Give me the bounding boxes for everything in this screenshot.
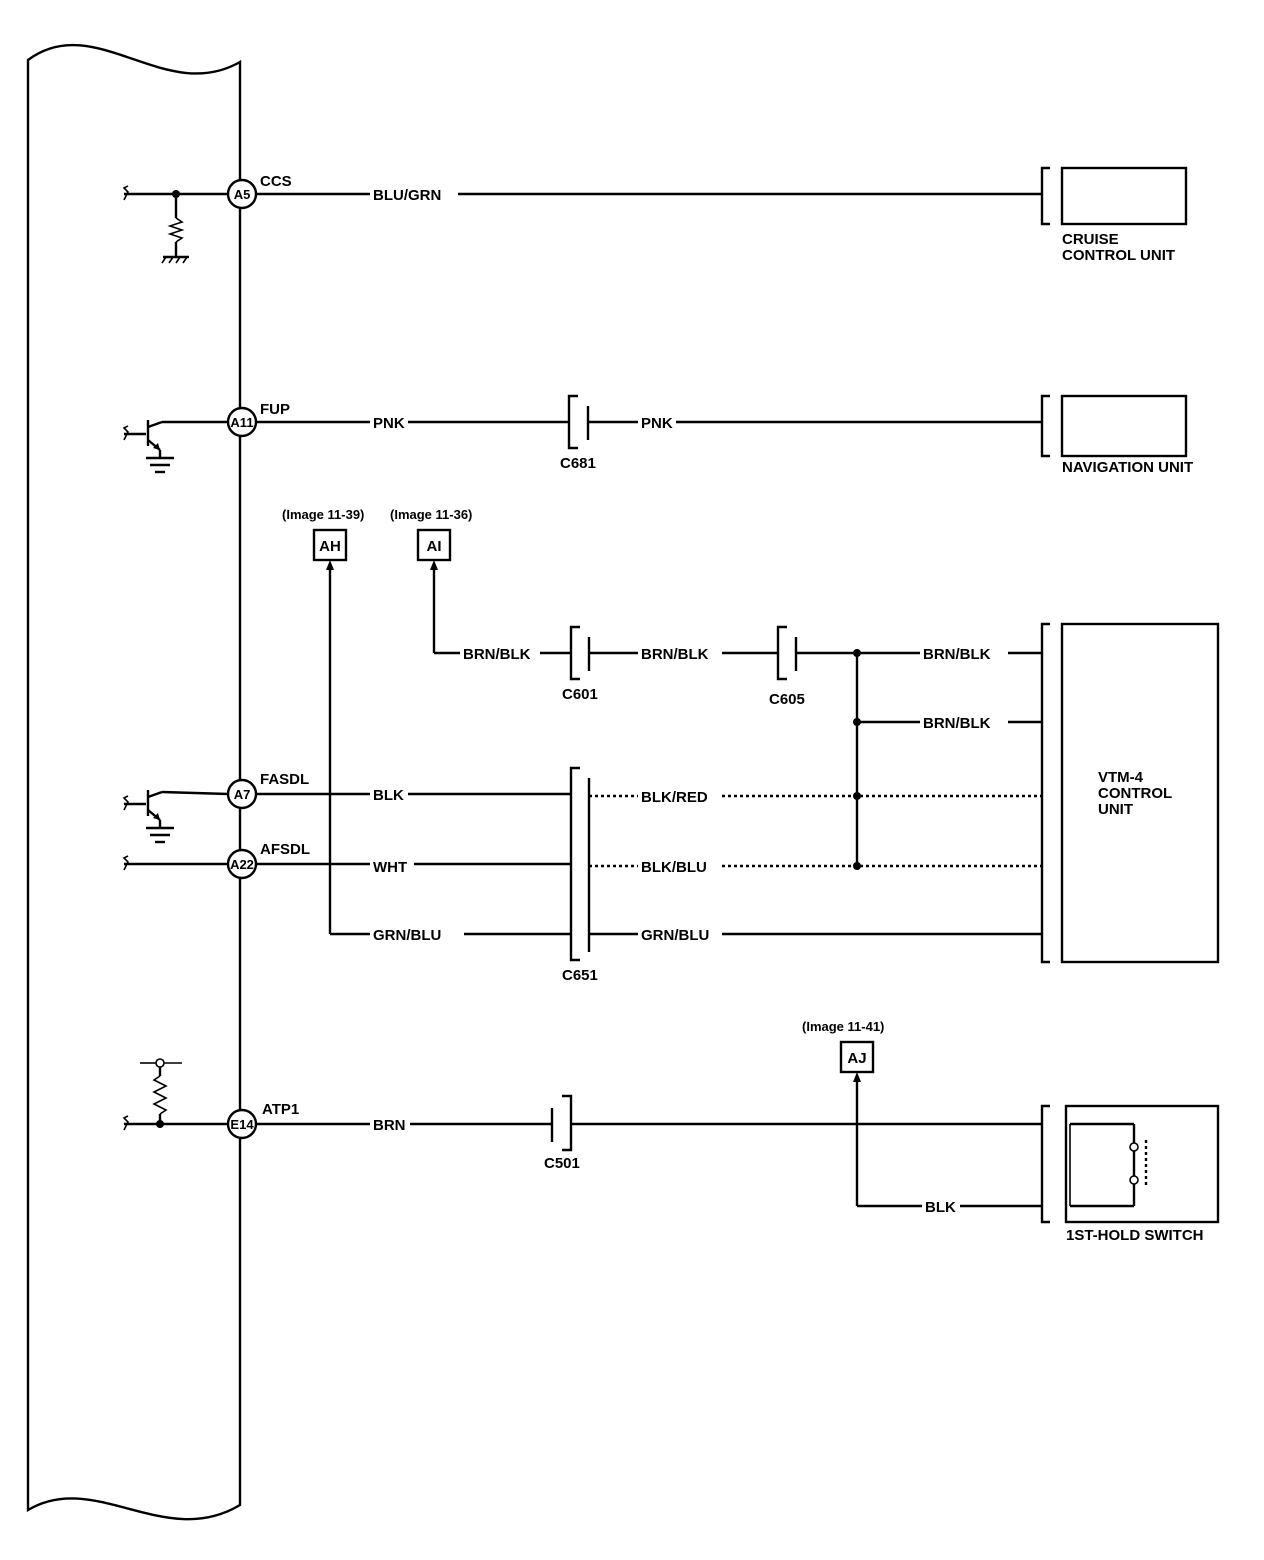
signal-atp1: ATP1 — [262, 1101, 299, 1118]
wire-fup-label-1: PNK — [373, 415, 405, 432]
wire-ah-label-1: GRN/BLU — [373, 927, 441, 944]
ecm-body-outline — [26, 43, 242, 1521]
connector-c501-icon — [562, 1094, 573, 1152]
wire-aj-label: BLK — [925, 1199, 956, 1216]
reference-ah: (Image 11-39) AH GRN/BLU GRN/BLU — [282, 507, 1042, 944]
wire-afsdl-label-1: WHT — [373, 859, 407, 876]
pullup-resistor-icon — [152, 1075, 168, 1115]
arrow-up-icon — [430, 560, 438, 570]
circuit-fasdl: A7 FASDL BLK BLK/RED — [122, 771, 1042, 844]
arrow-up-icon — [853, 1072, 861, 1082]
cruise-control-unit-box — [1060, 166, 1188, 226]
connector-bracket — [1040, 622, 1050, 964]
connector-c651-icon — [569, 766, 580, 962]
reference-aj-note: (Image 11-41) — [802, 1019, 884, 1034]
first-hold-switch-box — [1064, 1104, 1220, 1224]
navigation-unit-box — [1060, 394, 1188, 458]
connector-c605-icon — [776, 625, 787, 681]
connector-c501-label: C501 — [544, 1155, 580, 1172]
reference-ai-tag: AI — [427, 538, 442, 555]
pin-a5-label: A5 — [234, 187, 251, 202]
wire-ah-label-2: GRN/BLU — [641, 927, 709, 944]
vtm4-label-3: UNIT — [1098, 801, 1133, 818]
wire-fasdl-label-2: BLK/RED — [641, 789, 708, 806]
navigation-unit-label: NAVIGATION UNIT — [1062, 459, 1193, 476]
pin-a7-label: A7 — [234, 787, 251, 802]
connector-c601-icon — [569, 625, 580, 681]
switch-contact-icon — [1129, 1142, 1139, 1152]
power-supply-icon — [155, 1058, 165, 1068]
wire-ai-label-1: BRN/BLK — [463, 646, 531, 663]
wire-fup-label-2: PNK — [641, 415, 673, 432]
pin-e14-label: E14 — [230, 1117, 254, 1132]
connector-c651: C651 — [562, 766, 598, 984]
reference-ah-tag: AH — [319, 538, 341, 555]
connector-bracket — [1040, 394, 1050, 458]
pulldown-resistor-icon — [167, 217, 185, 243]
connector-bracket — [1040, 1104, 1050, 1224]
wire-fasdl-label-1: BLK — [373, 787, 404, 804]
connector-bracket — [1040, 166, 1050, 226]
connector-c605-label: C605 — [769, 691, 805, 708]
vtm4-label-2: CONTROL — [1098, 785, 1172, 802]
circuit-ccs: A5 CCS BLU/GRN CRUISE CONTROL UNIT — [122, 166, 1188, 264]
connector-c651-label: C651 — [562, 967, 598, 984]
reference-ai-note: (Image 11-36) — [390, 507, 472, 522]
signal-ccs: CCS — [260, 173, 292, 190]
pin-a11-label: A11 — [230, 415, 253, 430]
wire-ai-label-2: BRN/BLK — [641, 646, 709, 663]
connector-c681-label: C681 — [560, 455, 596, 472]
signal-fasdl: FASDL — [260, 771, 309, 788]
circuit-fup: A11 FUP PNK C681 PNK NAVIGATION UNIT — [122, 394, 1193, 476]
wire-ai-label-4: BRN/BLK — [923, 715, 991, 732]
signal-fup: FUP — [260, 401, 290, 418]
cruise-control-unit-label-2: CONTROL UNIT — [1062, 247, 1175, 264]
pin-a22-label: A22 — [230, 857, 254, 872]
wire-atp1-label: BRN — [373, 1117, 406, 1134]
reference-ai: (Image 11-36) AI BRN/BLK C601 BRN/BLK C6… — [390, 507, 1042, 870]
switch-contact-icon — [1129, 1175, 1139, 1185]
circuit-afsdl: A22 AFSDL WHT BLK/BLU — [122, 841, 1042, 880]
first-hold-switch-label: 1ST-HOLD SWITCH — [1066, 1227, 1204, 1244]
reference-aj-tag: AJ — [847, 1050, 866, 1067]
cruise-control-unit-label-1: CRUISE — [1062, 231, 1119, 248]
connector-c681-icon — [567, 394, 578, 450]
connector-c601-label: C601 — [562, 686, 598, 703]
wire-ai-label-3: BRN/BLK — [923, 646, 991, 663]
circuit-atp1: E14 ATP1 BRN C501 — [122, 1058, 1042, 1172]
first-hold-switch: 1ST-HOLD SWITCH — [1040, 1104, 1220, 1244]
vtm4-control-unit-box — [1060, 622, 1220, 964]
chassis-ground-icon — [161, 256, 188, 264]
vtm4-label-1: VTM-4 — [1098, 769, 1144, 786]
signal-afsdl: AFSDL — [260, 841, 310, 858]
wire-afsdl-label-2: BLK/BLU — [641, 859, 707, 876]
vtm4-control-unit: VTM-4 CONTROL UNIT — [1040, 622, 1220, 964]
arrow-up-icon — [326, 560, 334, 570]
wire-ccs-label: BLU/GRN — [373, 187, 441, 204]
reference-ah-note: (Image 11-39) — [282, 507, 364, 522]
reference-aj: (Image 11-41) AJ BLK — [802, 1019, 1042, 1216]
